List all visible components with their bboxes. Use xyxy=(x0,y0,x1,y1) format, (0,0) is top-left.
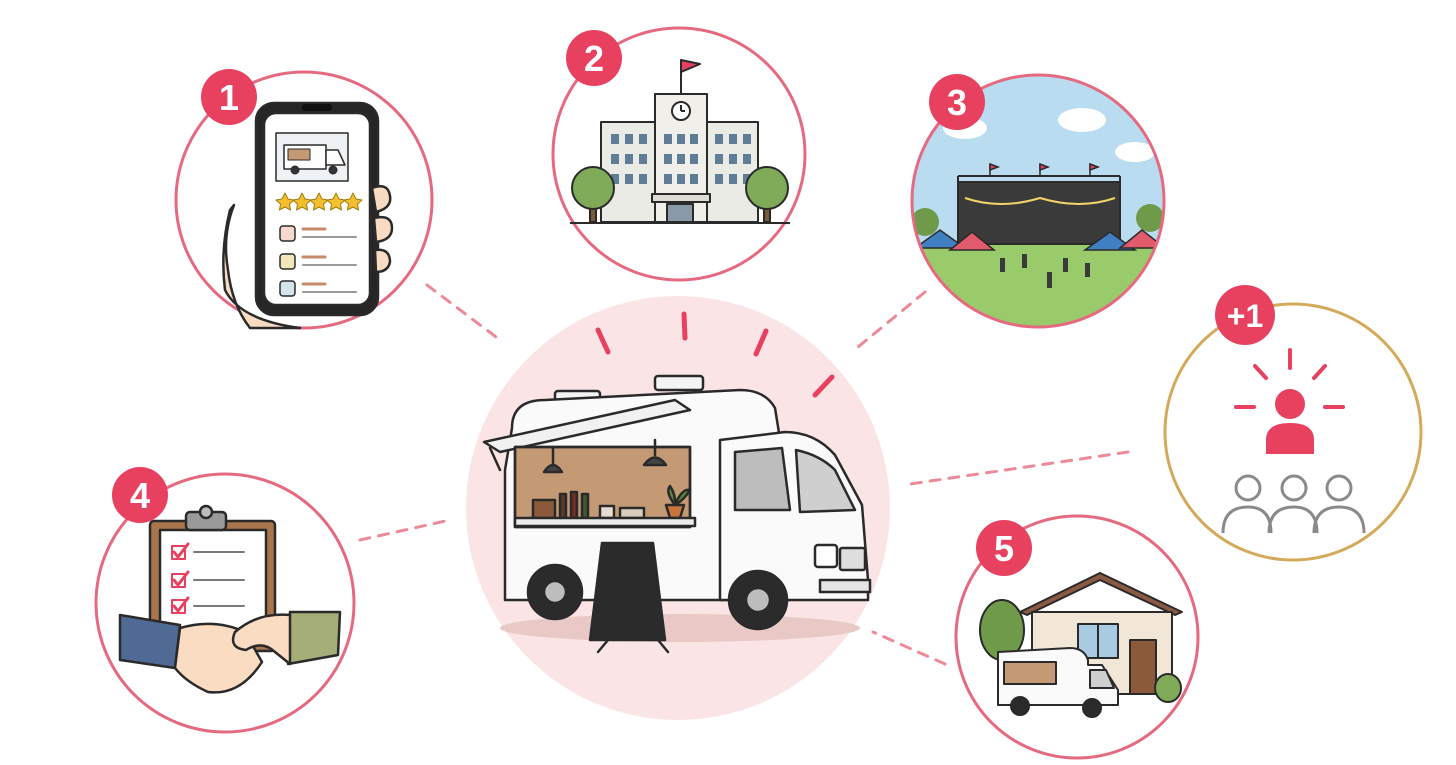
house-with-food-truck-icon xyxy=(979,572,1183,718)
connector-plus xyxy=(908,450,1130,486)
connector-1 xyxy=(425,283,502,342)
badge-plus-label: +1 xyxy=(1227,298,1263,334)
badge-5 xyxy=(976,520,1032,576)
node-2-school: 2 xyxy=(551,26,807,282)
badge-5-label: 5 xyxy=(994,528,1014,569)
connector-3 xyxy=(856,290,927,349)
food-truck-icon xyxy=(482,374,872,654)
center-node xyxy=(466,296,890,720)
badge-3-label: 3 xyxy=(947,82,967,123)
contract-handshake-icon xyxy=(118,504,342,694)
badge-1 xyxy=(201,69,257,125)
node-1-reviews: 1 xyxy=(174,69,434,330)
highlight-burst xyxy=(595,311,835,398)
connector-5 xyxy=(871,630,947,666)
badge-3 xyxy=(929,74,985,130)
connectors xyxy=(358,283,1130,666)
badge-4-label: 4 xyxy=(130,475,150,516)
badge-2 xyxy=(566,30,622,86)
smartphone-review-icon xyxy=(222,101,394,330)
node-5-home: 5 xyxy=(954,514,1200,760)
node-3-festival: 3 xyxy=(910,73,1166,329)
badge-1-label: 1 xyxy=(219,77,239,118)
badge-2-label: 2 xyxy=(584,38,604,79)
school-building-icon xyxy=(570,59,790,224)
badge-plus xyxy=(1215,285,1275,345)
connector-4 xyxy=(358,518,452,542)
node-4-contract: 4 xyxy=(94,467,356,734)
badge-4 xyxy=(112,467,168,523)
node-plus-customers: +1 xyxy=(1163,285,1423,562)
customers-group-icon xyxy=(1221,348,1366,534)
